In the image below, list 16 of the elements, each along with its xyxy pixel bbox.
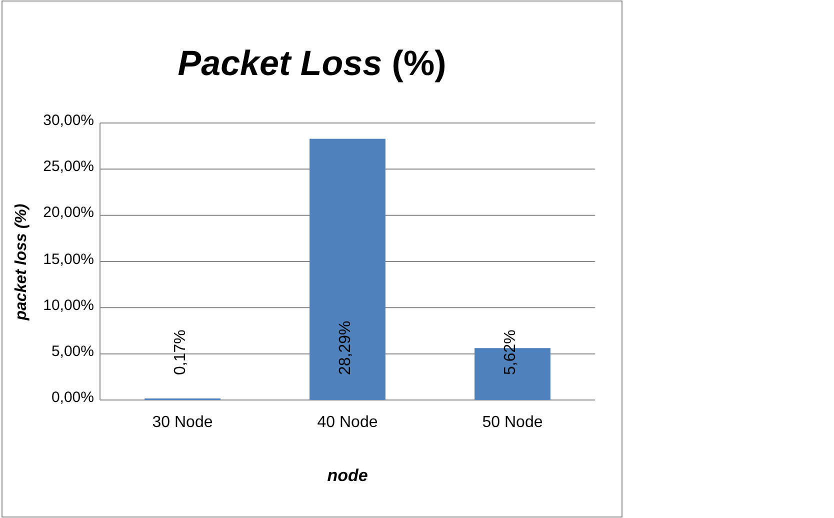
category-label: 50 Node — [482, 414, 543, 432]
tick-label: 20,00% — [43, 204, 94, 222]
value-label: 28,29% — [336, 320, 354, 375]
value-label: 5,62% — [502, 330, 520, 375]
tick-label: 5,00% — [51, 342, 94, 360]
value-label: 0,17% — [172, 330, 190, 375]
axis-title: packet loss (%) — [13, 203, 32, 320]
category-label: 30 Node — [152, 414, 213, 432]
axis-title: node — [327, 466, 368, 486]
tick-label: 0,00% — [51, 389, 94, 406]
chart-title: Packet Loss (%) — [178, 44, 446, 84]
tick-label: 25,00% — [43, 158, 94, 176]
category-label: 40 Node — [317, 414, 378, 432]
tick-label: 15,00% — [43, 250, 94, 268]
tick-label: 30,00% — [43, 112, 94, 129]
tick-label: 10,00% — [43, 296, 94, 314]
